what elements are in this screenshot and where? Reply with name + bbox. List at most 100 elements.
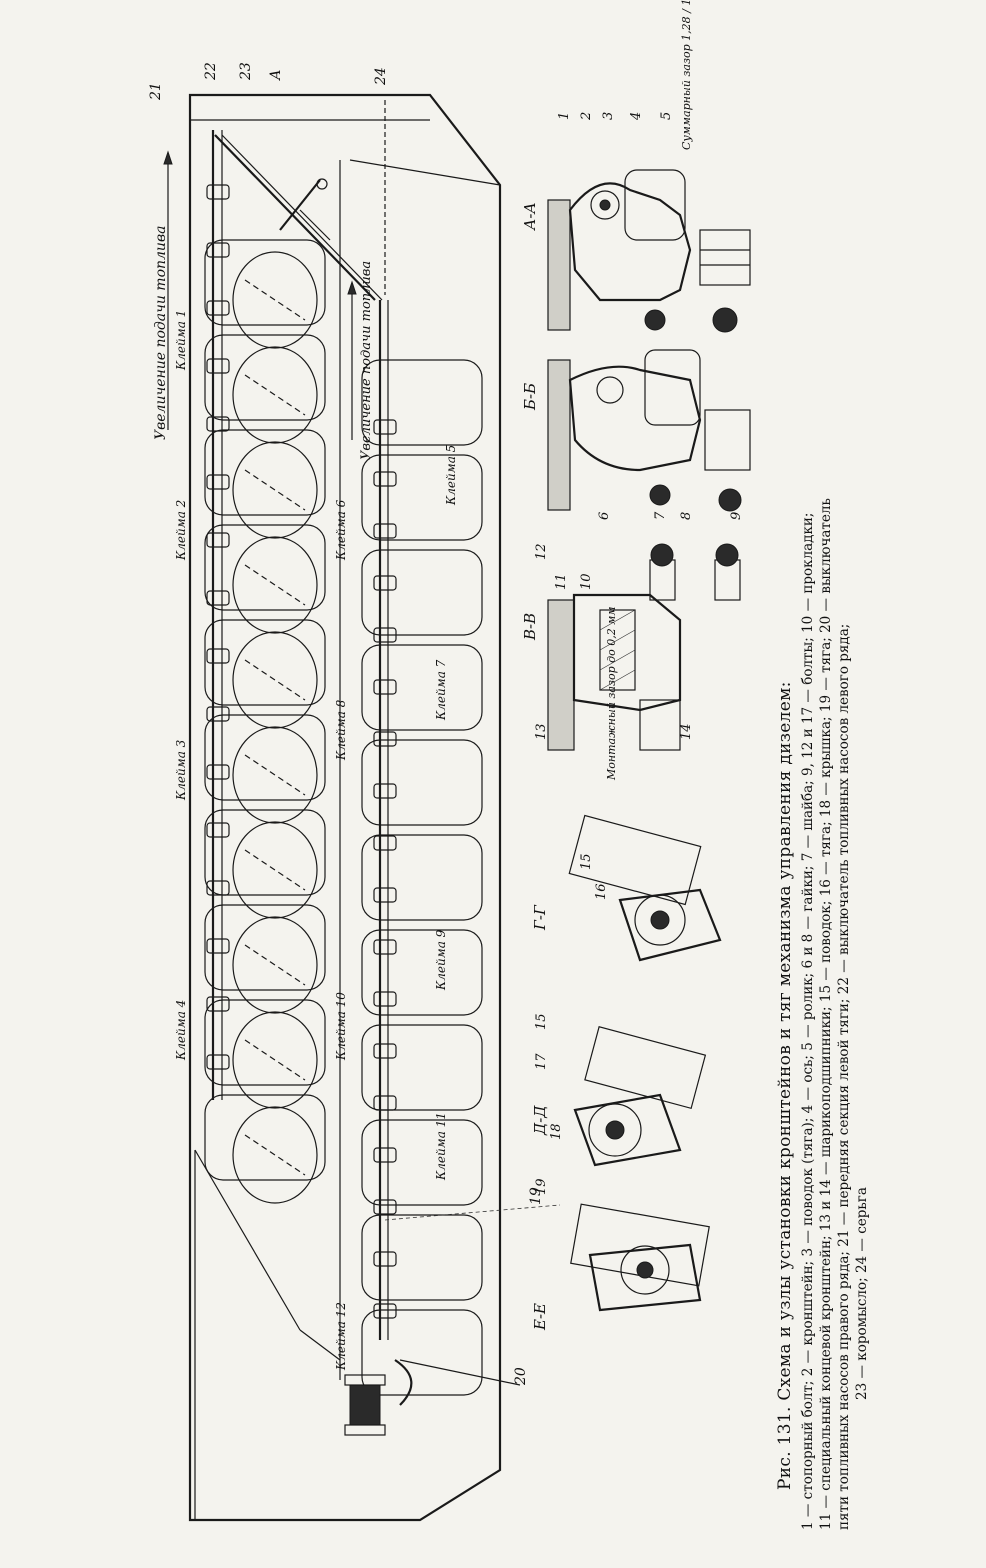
rod-bracket bbox=[373, 523, 397, 539]
part-number: 7 bbox=[653, 511, 668, 520]
leader-19 bbox=[384, 1204, 561, 1221]
frame-slope bbox=[194, 1149, 301, 1331]
direction-label-lower: Увеличение подачи топлива bbox=[359, 261, 374, 460]
cylinder-head bbox=[232, 916, 318, 1014]
rod-bracket bbox=[373, 1251, 397, 1267]
section-title: Е-Е bbox=[531, 1303, 549, 1331]
engine-schematic: Увеличение подачи топлива Увеличение под… bbox=[148, 62, 561, 1522]
arrow-head bbox=[347, 280, 357, 295]
section-title: Д-Д bbox=[531, 1105, 549, 1136]
cylinder-block bbox=[361, 834, 483, 921]
part-number: 11 bbox=[554, 573, 569, 590]
part-number: 2 bbox=[579, 112, 594, 121]
cylinder-head bbox=[232, 346, 318, 444]
cylinder-head bbox=[232, 441, 318, 539]
rod-bracket bbox=[373, 1303, 397, 1319]
centerline bbox=[244, 469, 306, 511]
rod-bracket bbox=[206, 1054, 230, 1070]
rod-bracket bbox=[206, 184, 230, 200]
clamp-label: Клейма 9 bbox=[434, 929, 448, 991]
rod-bracket bbox=[206, 474, 230, 490]
cylinder-block bbox=[361, 1214, 483, 1301]
cylinder-block bbox=[361, 454, 483, 541]
part-number: 15 bbox=[579, 853, 594, 870]
centerline bbox=[244, 754, 306, 796]
clamp-label: Клейма 12 bbox=[334, 1302, 348, 1371]
rod-bracket bbox=[373, 1199, 397, 1215]
part-number: 14 bbox=[679, 723, 694, 740]
rod-bracket bbox=[206, 880, 230, 896]
front-section-rod bbox=[214, 134, 376, 301]
frame-edge bbox=[349, 159, 501, 186]
part-number: 19 bbox=[534, 1178, 549, 1195]
callout-number: А bbox=[268, 69, 284, 81]
legend-line-2: 11 — специальный концевой кронштейн; 13 … bbox=[818, 498, 834, 1530]
cylinder-block bbox=[361, 644, 483, 731]
section-title: В-В bbox=[521, 613, 539, 641]
centerline bbox=[244, 849, 306, 891]
detail-v-v bbox=[547, 543, 741, 751]
cylinder-block bbox=[204, 334, 326, 421]
cylinder-block bbox=[204, 619, 326, 706]
leader-20 bbox=[399, 1359, 521, 1386]
cylinder-block bbox=[204, 429, 326, 516]
rod-bracket bbox=[206, 242, 230, 258]
rod-bracket bbox=[373, 627, 397, 643]
direction-label-upper: Увеличение подачи топлива bbox=[153, 226, 169, 440]
cylinder-block bbox=[361, 1309, 483, 1396]
cylinder-head bbox=[232, 631, 318, 729]
centerline bbox=[244, 564, 306, 606]
cylinder-block bbox=[361, 549, 483, 636]
rod-bracket bbox=[206, 938, 230, 954]
part-number: 15 bbox=[534, 1013, 549, 1030]
cylinder-block bbox=[204, 714, 326, 801]
callout-number: 21 bbox=[148, 82, 164, 101]
cylinder-head bbox=[232, 1106, 318, 1204]
rod-bracket bbox=[206, 416, 230, 432]
section-title: Г-Г bbox=[531, 904, 549, 931]
detail-a-a bbox=[547, 169, 751, 333]
callout-number: 24 bbox=[373, 67, 389, 86]
engine-frame-outline bbox=[188, 93, 502, 1522]
cylinder-block bbox=[204, 239, 326, 326]
clamp-label: Клейма 5 bbox=[444, 445, 458, 506]
detail-d-d bbox=[573, 1025, 707, 1167]
section-title: Б-Б bbox=[521, 383, 539, 411]
rod-bracket bbox=[206, 300, 230, 316]
part-number: 12 bbox=[534, 543, 549, 560]
section-title: А-А bbox=[521, 202, 539, 231]
cylinder-block bbox=[361, 1119, 483, 1206]
cylinder-head bbox=[232, 726, 318, 824]
centerline bbox=[244, 1134, 306, 1176]
arrow-head bbox=[163, 150, 173, 165]
detail-g-g bbox=[568, 814, 722, 962]
clamp-label: Клейма 8 bbox=[334, 699, 348, 761]
part-number: 6 bbox=[597, 512, 612, 520]
brackets-left bbox=[206, 184, 230, 1070]
clamp-label: Клейма 1 bbox=[174, 310, 188, 371]
rod-bracket bbox=[206, 822, 230, 838]
cylinder-row-right bbox=[361, 359, 483, 1396]
part-number: 13 bbox=[534, 723, 549, 740]
callout-number: 22 bbox=[203, 62, 219, 81]
cylinder-block bbox=[204, 999, 326, 1086]
rod-bracket bbox=[373, 991, 397, 1007]
cylinder-block bbox=[361, 929, 483, 1016]
clamp-label: Клейма 2 bbox=[174, 500, 188, 561]
rod-bracket bbox=[373, 835, 397, 851]
detail-b-b bbox=[547, 349, 751, 512]
clamp-label: Клейма 6 bbox=[334, 499, 348, 561]
rod-bracket bbox=[373, 1147, 397, 1163]
cylinder-heads bbox=[232, 251, 318, 1204]
part-number: 4 bbox=[629, 112, 644, 121]
clamp-label: Клейма 11 bbox=[434, 1112, 448, 1181]
rod-bracket bbox=[206, 706, 230, 722]
clamp-label: Клейма 7 bbox=[434, 659, 448, 721]
clamp-label: Клейма 3 bbox=[174, 739, 188, 801]
rod-bracket bbox=[373, 887, 397, 903]
centerline bbox=[244, 374, 306, 416]
